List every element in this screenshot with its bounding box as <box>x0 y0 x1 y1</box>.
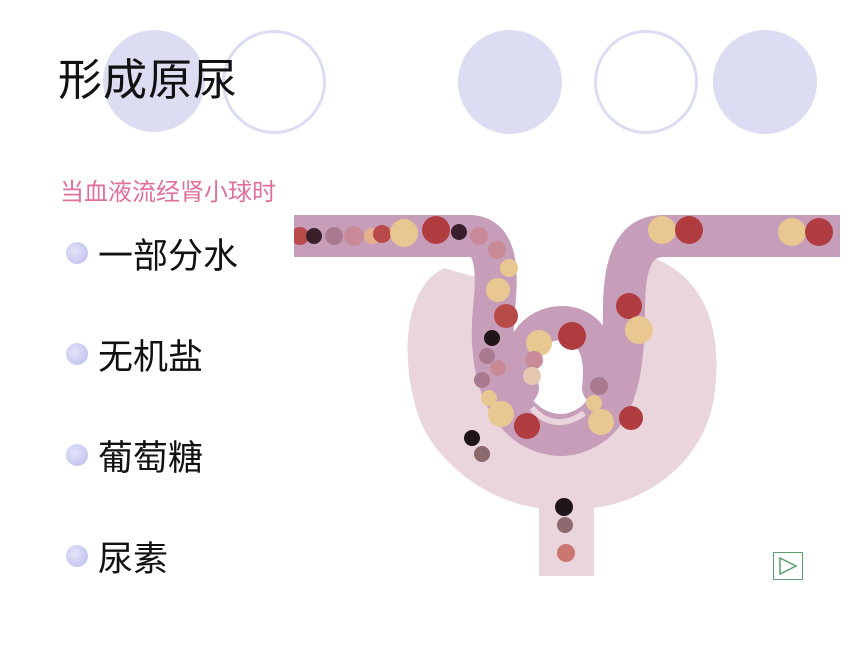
circle-bullet-icon <box>66 444 88 466</box>
play-triangle-icon <box>779 557 798 575</box>
slide-subtitle: 当血液流经肾小球时 <box>60 178 276 206</box>
decor-circle-1 <box>103 30 205 132</box>
blood-cells <box>294 216 833 562</box>
circle-bullet-icon <box>66 343 88 365</box>
next-slide-button[interactable] <box>773 552 803 580</box>
slide-title: 形成原尿 <box>58 55 238 106</box>
decor-circle-5 <box>713 30 817 134</box>
glomerulus-loop <box>503 305 617 405</box>
circle-bullet-icon <box>66 545 88 567</box>
bullet-label: 一部分水 <box>98 236 239 277</box>
bullet-list: 一部分水 无机盐 葡萄糖 尿素 <box>66 228 238 632</box>
circle-bullet-icon <box>66 242 88 264</box>
bullet-item: 一部分水 <box>66 228 238 278</box>
decor-circle-3 <box>458 30 562 134</box>
glomerulus-illustration <box>294 215 840 576</box>
decor-circle-2 <box>222 30 326 134</box>
bullet-item: 无机盐 <box>66 329 238 379</box>
bullet-item: 尿素 <box>66 531 238 581</box>
bullet-label: 尿素 <box>98 539 169 580</box>
bullet-item: 葡萄糖 <box>66 430 238 480</box>
bullet-label: 葡萄糖 <box>98 438 204 479</box>
decor-circle-4 <box>594 30 698 134</box>
bullet-label: 无机盐 <box>98 337 204 378</box>
